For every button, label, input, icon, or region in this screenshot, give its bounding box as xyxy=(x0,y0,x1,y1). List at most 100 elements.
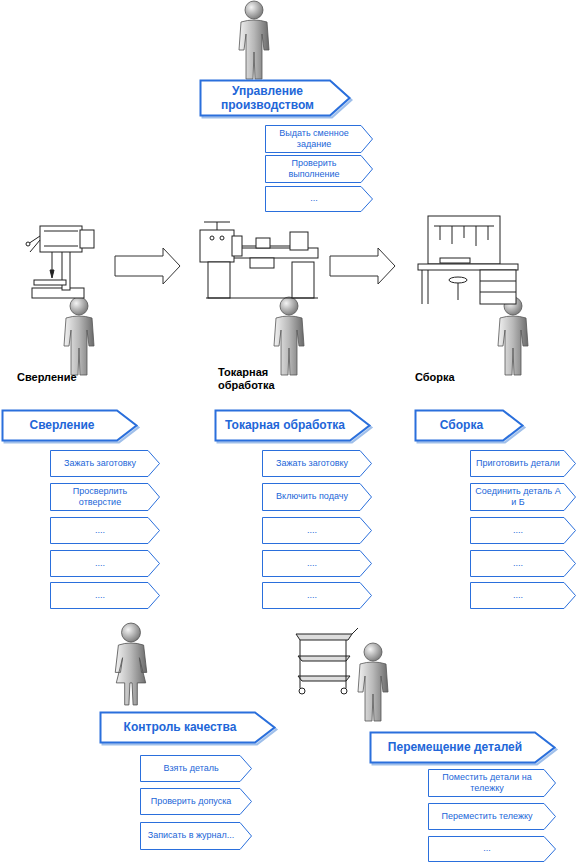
step-arrow-box: .... xyxy=(262,550,372,577)
process-arrow-box: Сверление xyxy=(2,410,137,441)
step-text: Проверить выполнение xyxy=(270,158,358,180)
process-arrow-box: Сборка xyxy=(415,410,523,441)
step-arrow-box: Переместить тележку xyxy=(428,803,556,830)
arrow-box-outline xyxy=(263,518,372,544)
arrow-box-outline xyxy=(471,583,576,609)
step-arrow-box: .... xyxy=(262,517,372,544)
arrow-box-outline xyxy=(429,804,556,830)
arrow-box-outline xyxy=(429,770,556,797)
process-title: Сверление xyxy=(10,418,114,432)
arrow-box-outline xyxy=(51,518,160,544)
step-text: .... xyxy=(55,590,145,601)
step-text: Записать в журнал... xyxy=(145,830,237,841)
arrow-box-outline xyxy=(471,551,576,577)
arrow-box-outline xyxy=(201,81,350,116)
drill-press xyxy=(26,226,94,298)
arrow-box-outline xyxy=(471,451,576,477)
step-arrow-box: Записать в журнал... xyxy=(140,822,252,850)
process-arrow-box: Перемещение деталей xyxy=(370,732,555,763)
step-text: Соединить деталь А и Б xyxy=(475,486,561,508)
step-arrow-box: Соединить деталь А и Б xyxy=(470,483,576,511)
station-label: Сборка xyxy=(415,371,455,384)
arrow-outline xyxy=(428,836,556,862)
arrow-box-outline xyxy=(266,126,373,153)
step-arrow-box: .... xyxy=(50,517,160,544)
process-arrow-box: Токарная обработка xyxy=(215,410,370,441)
step-text: Приготовить детали xyxy=(475,458,561,469)
arrow-box-outline xyxy=(471,484,576,511)
flow-arrow xyxy=(115,248,180,284)
step-text: .... xyxy=(55,558,145,569)
arrow-box-outline xyxy=(101,713,275,743)
step-arrow-box: .... xyxy=(50,582,160,609)
arrow-box-outline xyxy=(216,411,370,441)
step-arrow-box: Приготовить детали xyxy=(470,450,576,477)
arrow-box-outline xyxy=(429,837,556,862)
person-figure xyxy=(64,297,94,375)
arrow-box-outline xyxy=(3,411,137,441)
process-title: Перемещение деталей xyxy=(378,740,532,754)
process-title: Токарная обработка xyxy=(223,418,347,432)
arrow-box-outline xyxy=(141,789,252,815)
person-figure xyxy=(358,643,388,721)
step-arrow-box: .... xyxy=(470,517,576,544)
step-arrow-box: .... xyxy=(470,582,576,609)
step-text: Взять деталь xyxy=(145,763,237,774)
arrow-box-outline xyxy=(263,451,372,477)
step-text: ... xyxy=(433,843,541,854)
step-text: .... xyxy=(475,525,561,536)
process-title: Контроль качества xyxy=(108,720,252,734)
step-arrow-box: Проверить выполнение xyxy=(265,155,373,183)
step-text: Зажать заготовку xyxy=(55,458,145,469)
arrow-box-outline xyxy=(141,823,252,850)
arrow-box-outline xyxy=(51,583,160,609)
arrow-outline xyxy=(265,186,373,212)
arrow-box-outline xyxy=(266,187,373,212)
arrow-box-outline xyxy=(263,583,372,609)
step-arrow-box: .... xyxy=(470,550,576,577)
flow-arrow xyxy=(330,248,395,284)
step-text: Включить подачу xyxy=(267,491,357,502)
step-text: ... xyxy=(270,193,358,204)
step-arrow-box: ... xyxy=(428,836,556,862)
person-figure xyxy=(239,1,269,79)
station-label: Сверление xyxy=(17,371,77,384)
arrow-box-outline xyxy=(263,484,372,511)
arrow-box-outline xyxy=(266,156,373,183)
step-arrow-box: Проверить допуска xyxy=(140,788,252,815)
process-title: Сборка xyxy=(423,418,500,432)
step-text: Зажать заготовку xyxy=(267,458,357,469)
process-arrow-box: Управление производством xyxy=(200,80,350,116)
step-text: .... xyxy=(267,558,357,569)
person-figure xyxy=(115,623,147,705)
lathe xyxy=(200,222,318,298)
workbench xyxy=(418,216,518,304)
step-arrow-box: Выдать сменное задание xyxy=(265,125,373,153)
step-text: .... xyxy=(267,525,357,536)
step-text: .... xyxy=(475,558,561,569)
arrow-box-outline xyxy=(471,518,576,544)
arrow-box-outline xyxy=(371,733,555,763)
step-text: .... xyxy=(267,590,357,601)
person-figure xyxy=(274,297,304,375)
arrow-box-outline xyxy=(51,451,160,477)
step-arrow-box: Зажать заготовку xyxy=(262,450,372,477)
station-label: Токарная обработка xyxy=(218,366,308,392)
step-text: Выдать сменное задание xyxy=(270,128,358,150)
step-text: .... xyxy=(475,590,561,601)
step-text: Проверить допуска xyxy=(145,796,237,807)
step-text: Переместить тележку xyxy=(433,811,541,822)
step-arrow-box: .... xyxy=(262,582,372,609)
step-arrow-box: ... xyxy=(265,186,373,212)
step-arrow-box: .... xyxy=(50,550,160,577)
step-arrow-box: Взять деталь xyxy=(140,755,252,782)
arrow-box-outline xyxy=(141,756,252,782)
step-text: Просверлить отверстие xyxy=(55,486,145,508)
step-text: .... xyxy=(55,525,145,536)
step-arrow-box: Поместить детали на тележку xyxy=(428,769,556,797)
arrow-box-outline xyxy=(263,551,372,577)
arrow-box-outline xyxy=(51,551,160,577)
process-title: Управление производством xyxy=(208,84,327,112)
person-figure xyxy=(498,297,528,375)
cart xyxy=(296,628,358,694)
